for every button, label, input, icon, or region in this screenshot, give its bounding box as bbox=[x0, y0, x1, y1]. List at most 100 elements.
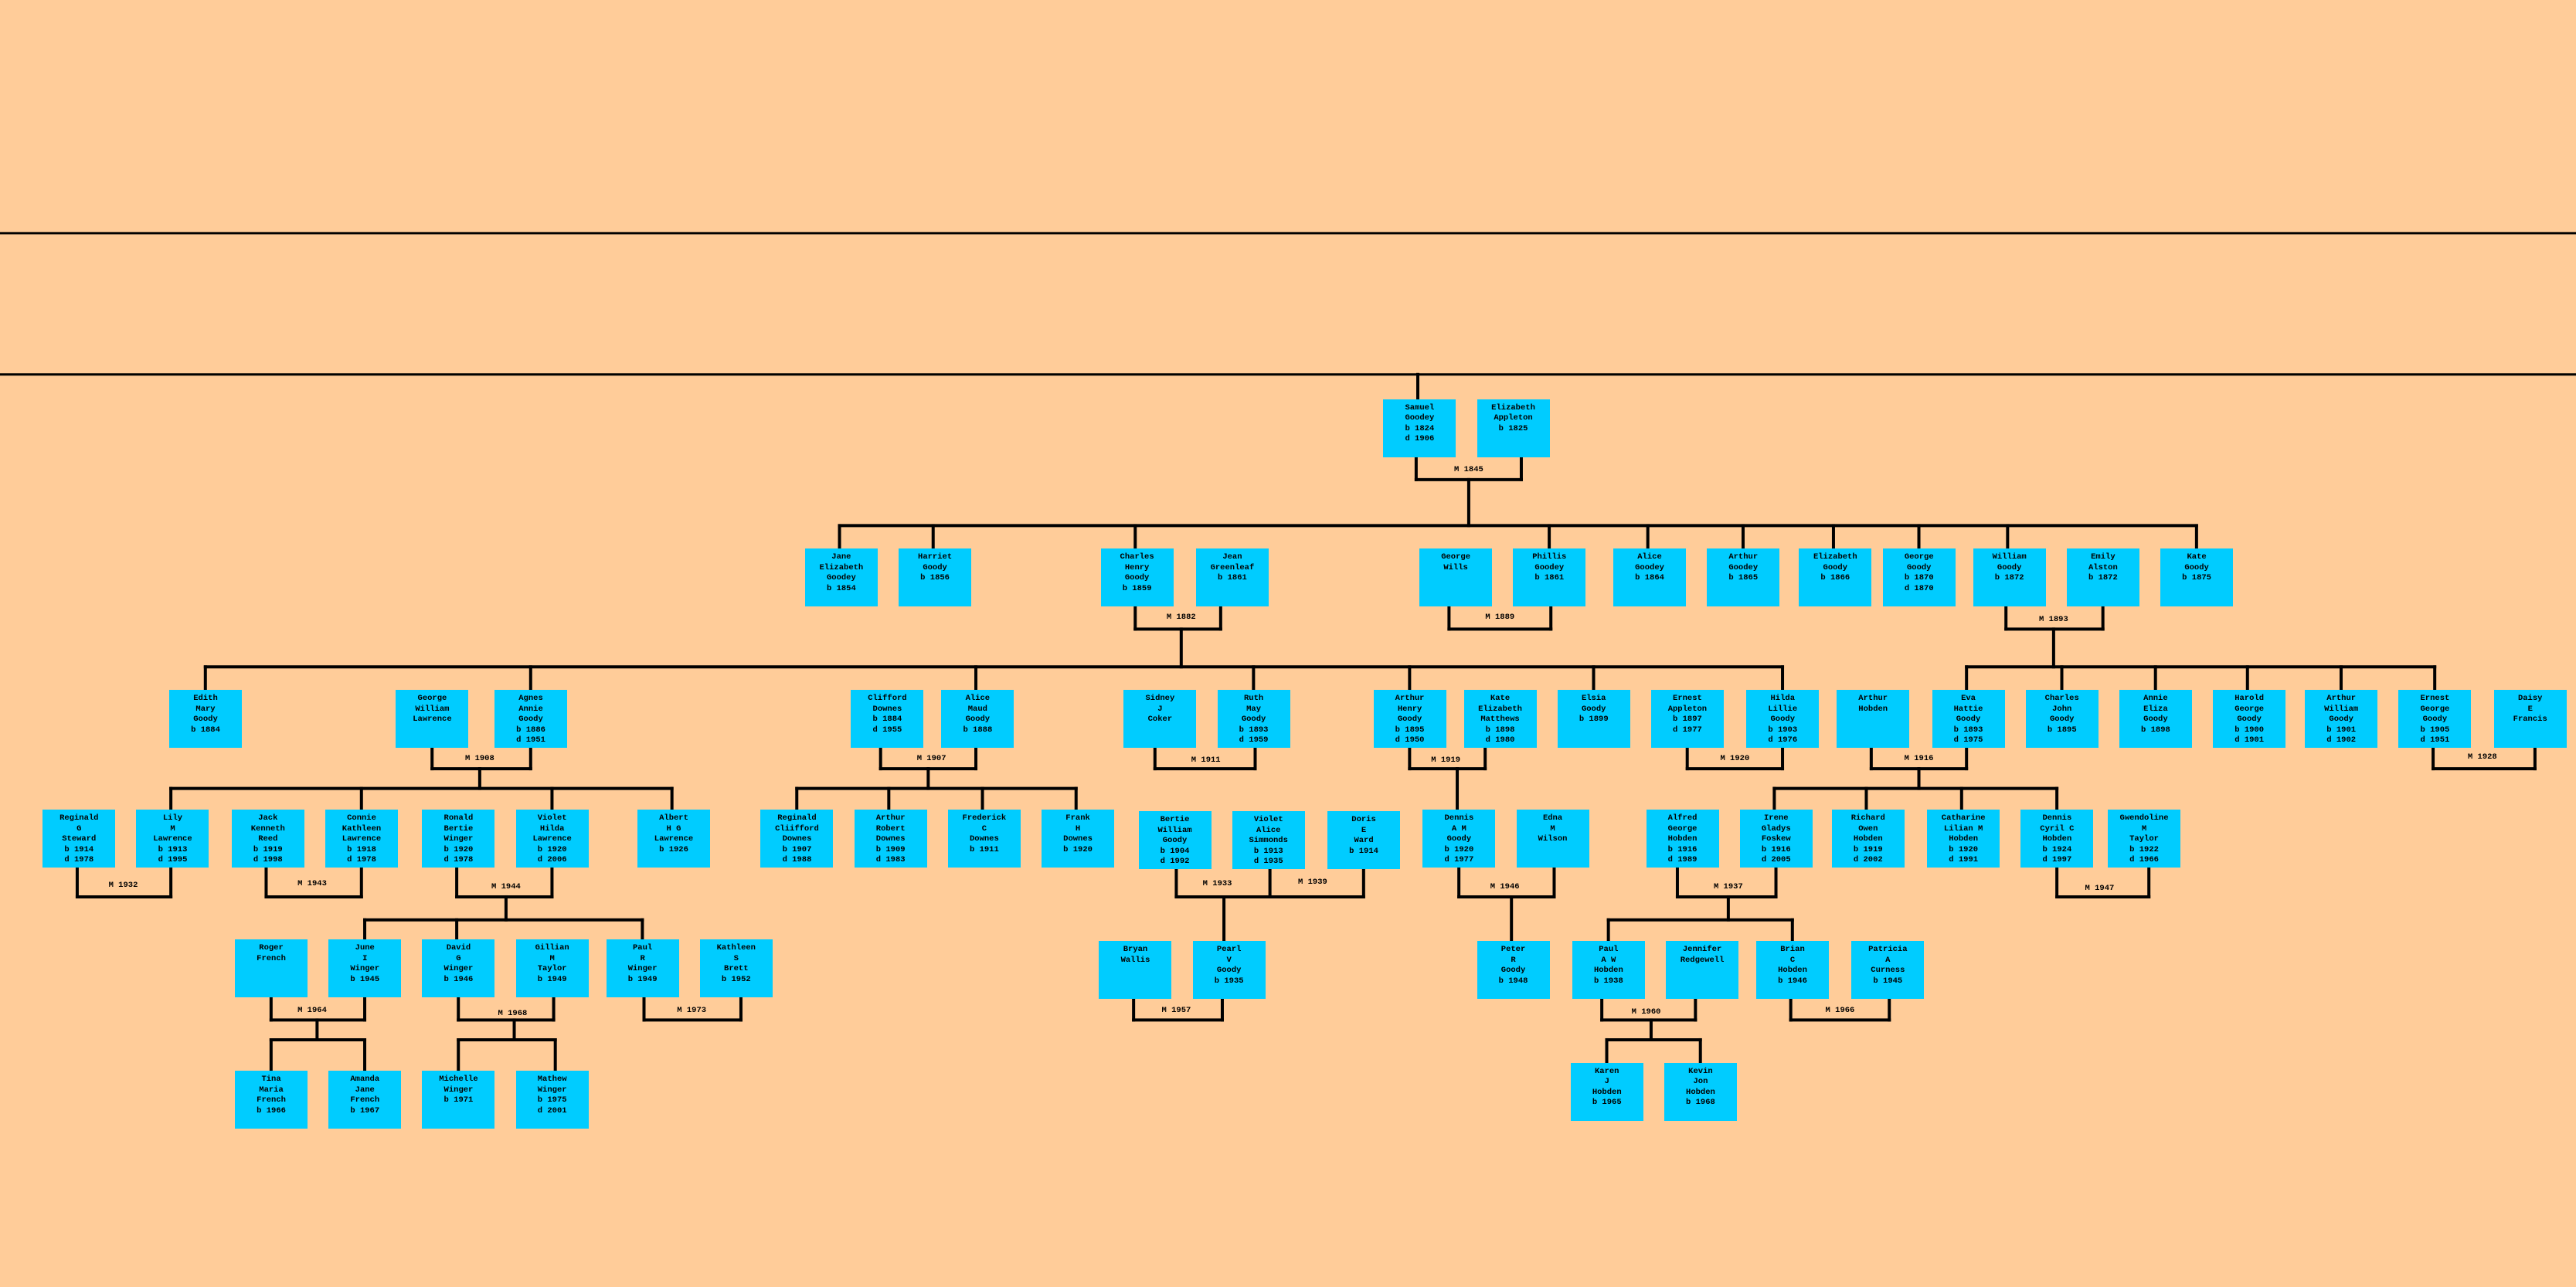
person-text-line: d 1983 bbox=[875, 855, 906, 865]
person-text-line: Goody bbox=[1956, 715, 1981, 725]
marriage-label: M 1889 bbox=[1485, 613, 1515, 623]
person-text-line: Downes bbox=[875, 834, 906, 844]
person-text-line: b 1965 bbox=[1592, 1098, 1622, 1108]
person-text-line: b 1922 bbox=[2129, 844, 2159, 854]
person-text-line: George bbox=[417, 694, 447, 704]
person-text-line: Frank bbox=[1065, 813, 1090, 823]
person-text-line: b 1920 bbox=[1063, 844, 1093, 854]
person-text-line: b 1945 bbox=[350, 974, 380, 984]
person-text-line: Greenleaf bbox=[1210, 562, 1255, 572]
person-text-line: Hobden bbox=[1667, 834, 1698, 844]
person-text-line: b 1872 bbox=[2088, 573, 2118, 583]
person-text-line: Goody bbox=[1124, 573, 1150, 583]
person-text-line: Doris bbox=[1351, 815, 1376, 825]
person-text-line: b 1948 bbox=[1498, 976, 1528, 986]
person-text-line: Eva bbox=[1961, 694, 1976, 704]
person-text-line: Matthews bbox=[1480, 715, 1520, 725]
person-text-line: Kevin bbox=[1688, 1066, 1713, 1076]
person-text-line: b 1875 bbox=[2182, 573, 2211, 583]
person-text-line: b 1918 bbox=[347, 844, 376, 854]
person-text-line: J bbox=[1157, 704, 1163, 714]
person-text-line: d 1955 bbox=[872, 725, 902, 735]
person-text-line: b 1946 bbox=[1778, 976, 1807, 986]
